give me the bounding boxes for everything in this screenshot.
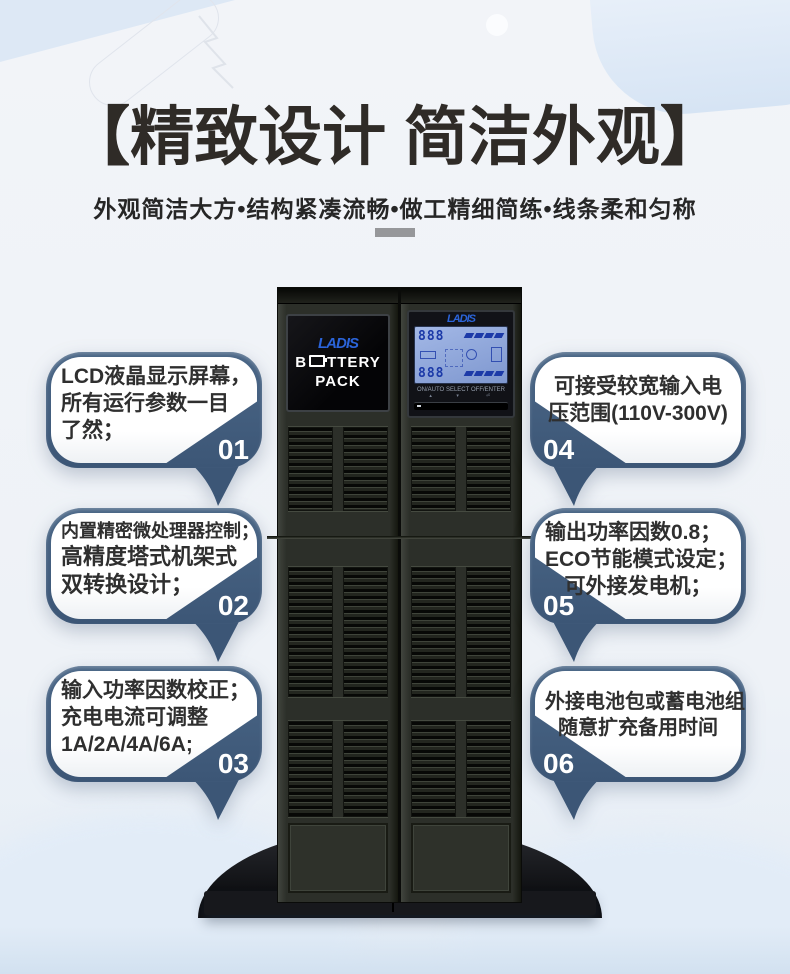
tower-top-cap xyxy=(401,288,521,304)
callout-02: 内置精密微处理器控制； 高精度塔式机架式 双转换设计； 02 xyxy=(46,508,262,662)
callout-text-line: 可接受较宽输入电 xyxy=(554,375,722,398)
brand-logo: LADIS xyxy=(447,313,476,325)
callout-number: 02 xyxy=(217,590,249,621)
lcd-screen: 888 888 xyxy=(414,326,508,384)
callout-05: 输出功率因数0.8； ECO节能模式设定； 可外接发电机； 05 xyxy=(530,508,746,662)
lcd-flow-diagram xyxy=(445,349,463,367)
vent-column xyxy=(466,567,511,697)
lcd-button-row: ON/AUTO▴ SELECT▾ OFF/ENTER⏎ xyxy=(414,387,508,399)
callout-number: 01 xyxy=(217,434,249,465)
vent-column xyxy=(411,567,456,697)
lcd-button-select: SELECT▾ xyxy=(445,387,470,399)
callout-text-line: 充电电流可调整 xyxy=(61,705,208,729)
callout-text-line: LCD液晶显示屏幕， xyxy=(61,365,252,388)
callout-text-line: 了然； xyxy=(61,418,124,442)
title-divider-dash xyxy=(375,228,415,237)
callout-text-line: 高精度塔式机架式 xyxy=(61,544,238,570)
callout-text-line: 1A/2A/4A/6A; xyxy=(61,732,193,756)
vent-column xyxy=(411,427,456,511)
page-subtitle: 外观简洁大方•结构紧凑流畅•做工精细简练•线条柔和匀称 xyxy=(93,196,697,222)
decor-bottom-band xyxy=(0,926,790,974)
ups-tower: LADIS 888 888 ON/AUTO▴ SELECT▾ xyxy=(390,288,532,902)
down-arrow-icon: ▾ xyxy=(456,392,459,399)
callout-number: 04 xyxy=(543,434,575,465)
callout-text: 内置精密微处理器控制； 高精度塔式机架式 双转换设计； xyxy=(61,520,259,599)
base-groove xyxy=(392,894,395,912)
lcd-button-off-enter: OFF/ENTER⏎ xyxy=(470,387,505,399)
tower-top-cap xyxy=(278,288,398,304)
callout-number: 03 xyxy=(217,748,249,779)
battery-icon xyxy=(309,354,328,367)
vent-grille xyxy=(288,426,388,512)
callout-04: 可接受较宽输入电 压范围(110V-300V) 04 xyxy=(530,352,746,506)
up-arrow-icon: ▴ xyxy=(429,392,432,399)
callout-text: LCD液晶显示屏幕， 所有运行参数一目 了然； xyxy=(61,364,252,445)
callout-text: 输入功率因数校正； 充电电流可调整 1A/2A/4A/6A; xyxy=(61,678,250,759)
callout-06: 外接电池包或蓄电池组 随意扩充备用时间 06 xyxy=(530,666,746,820)
battery-pack-text: TTERY xyxy=(327,353,381,371)
lcd-icon-battery xyxy=(420,351,436,359)
callout-text: 输出功率因数0.8； ECO节能模式设定； 可外接发电机； xyxy=(545,520,738,601)
tower-seam xyxy=(390,512,532,566)
lcd-slot xyxy=(414,402,508,411)
battery-tower: LADIS B TTERY PACK xyxy=(267,288,409,902)
callout-text-line: 随意扩充备用时间 xyxy=(558,716,718,739)
vent-grille xyxy=(411,426,511,512)
ups-tower-head: LADIS 888 888 ON/AUTO▴ SELECT▾ xyxy=(401,304,521,426)
vent-grille xyxy=(411,720,511,818)
battery-pack-label: B TTERY PACK xyxy=(295,354,380,392)
callout-text-line: 输出功率因数0.8； xyxy=(545,521,722,544)
vent-column xyxy=(411,721,456,817)
callout-text-line: ECO节能模式设定； xyxy=(545,547,738,571)
callout-03: 输入功率因数校正； 充电电流可调整 1A/2A/4A/6A; 03 xyxy=(46,666,262,820)
vent-column xyxy=(288,427,333,511)
vent-column xyxy=(466,721,511,817)
enter-arrow-icon: ⏎ xyxy=(485,392,491,399)
tower-band xyxy=(401,698,521,720)
lcd-panel: LADIS 888 888 ON/AUTO▴ SELECT▾ xyxy=(407,310,515,418)
battery-tower-head: LADIS B TTERY PACK xyxy=(278,304,398,426)
callout-text-line: 外接电池包或蓄电池组 xyxy=(545,691,745,713)
tower-bottom-panel xyxy=(411,823,511,893)
callout-text-line: 双转换设计； xyxy=(61,572,194,598)
callout-number: 06 xyxy=(543,748,575,779)
callout-text: 可接受较宽输入电 压范围(110V-300V) xyxy=(545,374,731,428)
callout-text-line: 所有运行参数一目 xyxy=(61,391,229,415)
vent-column xyxy=(466,427,511,511)
tower-seam xyxy=(267,512,409,566)
vent-column xyxy=(343,567,388,697)
lcd-icon-fan xyxy=(466,349,477,360)
callout-text-line: 可外接发电机； xyxy=(564,574,712,598)
vent-grille xyxy=(288,566,388,698)
vent-column xyxy=(288,721,333,817)
lcd-digits-bottom: 888 xyxy=(418,366,445,381)
decor-zigzag-line xyxy=(198,15,234,89)
callout-text-line: 压范围(110V-300V) xyxy=(548,401,728,425)
callout-01: LCD液晶显示屏幕， 所有运行参数一目 了然； 01 xyxy=(46,352,262,506)
lcd-digits-top: 888 xyxy=(418,329,445,344)
battery-pack-text: B xyxy=(295,353,308,371)
callout-text-line: 内置精密微处理器控制； xyxy=(61,521,259,541)
page-title: 【精致设计 简洁外观】 xyxy=(66,101,724,173)
tower-bottom-panel xyxy=(288,823,388,893)
battery-pack-panel: LADIS B TTERY PACK xyxy=(286,314,390,412)
lcd-button-on-auto: ON/AUTO▴ xyxy=(417,387,445,399)
decor-dot xyxy=(486,14,508,36)
callout-number: 05 xyxy=(543,590,575,621)
vent-grille xyxy=(411,566,511,698)
vent-grille xyxy=(288,720,388,818)
vent-column xyxy=(343,721,388,817)
brand-logo: LADIS xyxy=(318,334,359,352)
callout-text: 外接电池包或蓄电池组 随意扩充备用时间 xyxy=(545,690,745,741)
tower-band xyxy=(278,698,398,720)
vent-column xyxy=(343,427,388,511)
vent-column xyxy=(288,567,333,697)
battery-pack-text: PACK xyxy=(315,372,361,390)
lcd-level-bars-bottom xyxy=(463,371,505,376)
lcd-icon-load xyxy=(491,347,502,362)
lcd-level-bars-top xyxy=(463,333,505,338)
callout-text-line: 输入功率因数校正； xyxy=(61,679,250,702)
